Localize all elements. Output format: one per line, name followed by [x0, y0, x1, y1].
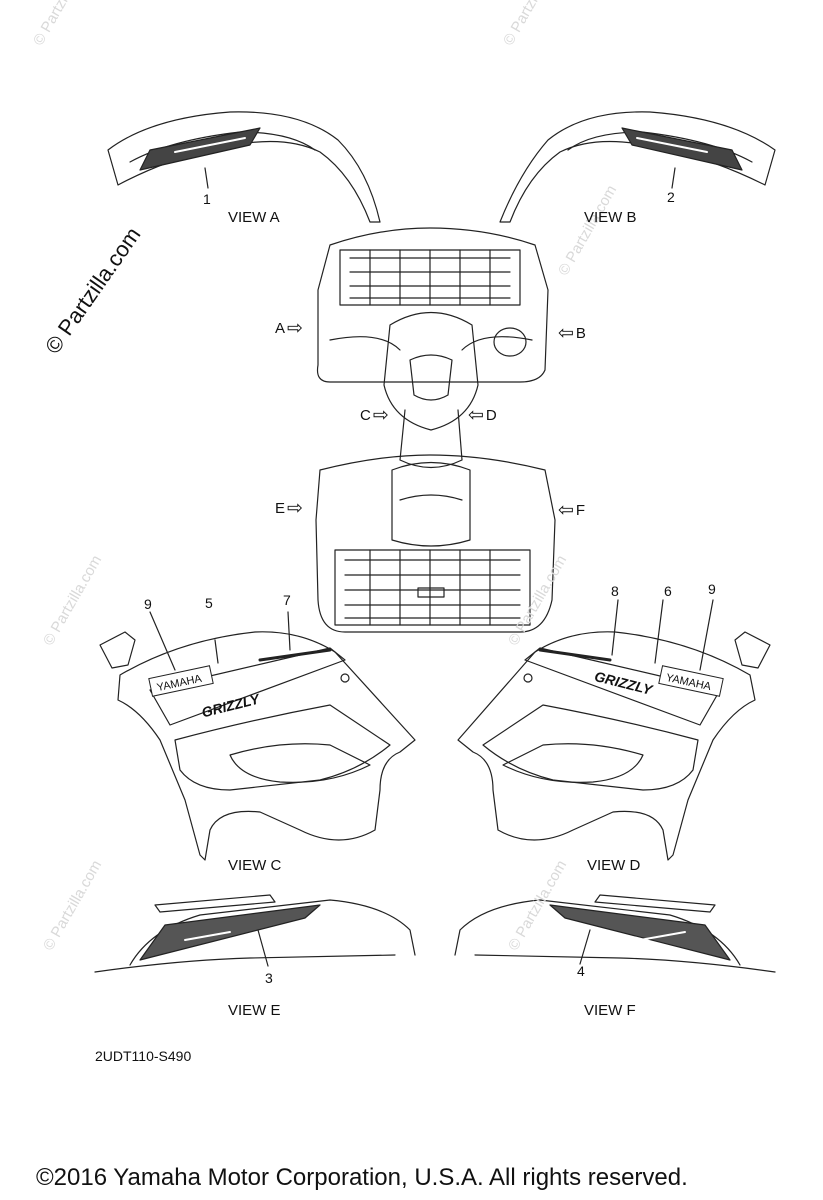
callout-4: 4 — [577, 963, 585, 979]
callout-1: 1 — [203, 191, 211, 207]
view-c-side-panel-illustration — [99, 611, 416, 861]
right-arrow-icon: ⇨ — [287, 318, 303, 339]
view-c-grizzly-decal: GRIZZLY — [200, 690, 263, 720]
left-arrow-icon: ⇦ — [558, 323, 574, 344]
view-d-side-panel-illustration — [457, 599, 771, 861]
left-arrow-icon: ⇦ — [558, 500, 574, 521]
left-arrow-icon: ⇦ — [468, 405, 484, 426]
view-e-rear-fender-illustration — [94, 894, 416, 973]
view-f-rear-fender-illustration — [454, 894, 776, 973]
callout-8: 8 — [611, 583, 619, 599]
callout-6: 6 — [664, 583, 672, 599]
right-arrow-icon: ⇨ — [372, 405, 389, 426]
view-b-fender-illustration — [499, 111, 776, 223]
view-a-fender-illustration — [107, 111, 381, 223]
callout-9-left: 9 — [144, 596, 152, 612]
atv-top-view-illustration — [315, 227, 556, 633]
view-f-arrow: ⇦F — [558, 500, 586, 521]
callout-9-right: 9 — [708, 581, 716, 597]
view-d-arrow: ⇦D — [468, 405, 497, 426]
view-a-arrow: A⇨ — [275, 318, 303, 339]
callout-2: 2 — [667, 189, 675, 205]
right-arrow-icon: ⇨ — [287, 498, 303, 519]
copyright-notice: ©2016 Yamaha Motor Corporation, U.S.A. A… — [36, 1164, 688, 1191]
view-e-arrow: E⇨ — [275, 498, 303, 519]
view-b-label: VIEW B — [584, 209, 637, 226]
view-a-label: VIEW A — [228, 209, 280, 226]
callout-7: 7 — [283, 592, 291, 608]
callout-3: 3 — [265, 970, 273, 986]
view-c-arrow: C⇨ — [360, 405, 389, 426]
view-f-label: VIEW F — [584, 1002, 636, 1019]
view-b-arrow: ⇦B — [558, 323, 586, 344]
diagram-code: 2UDT110-S490 — [95, 1048, 192, 1064]
view-e-label: VIEW E — [228, 1002, 281, 1019]
view-c-label: VIEW C — [228, 857, 282, 874]
callout-5: 5 — [205, 595, 213, 611]
view-d-label: VIEW D — [587, 857, 641, 874]
